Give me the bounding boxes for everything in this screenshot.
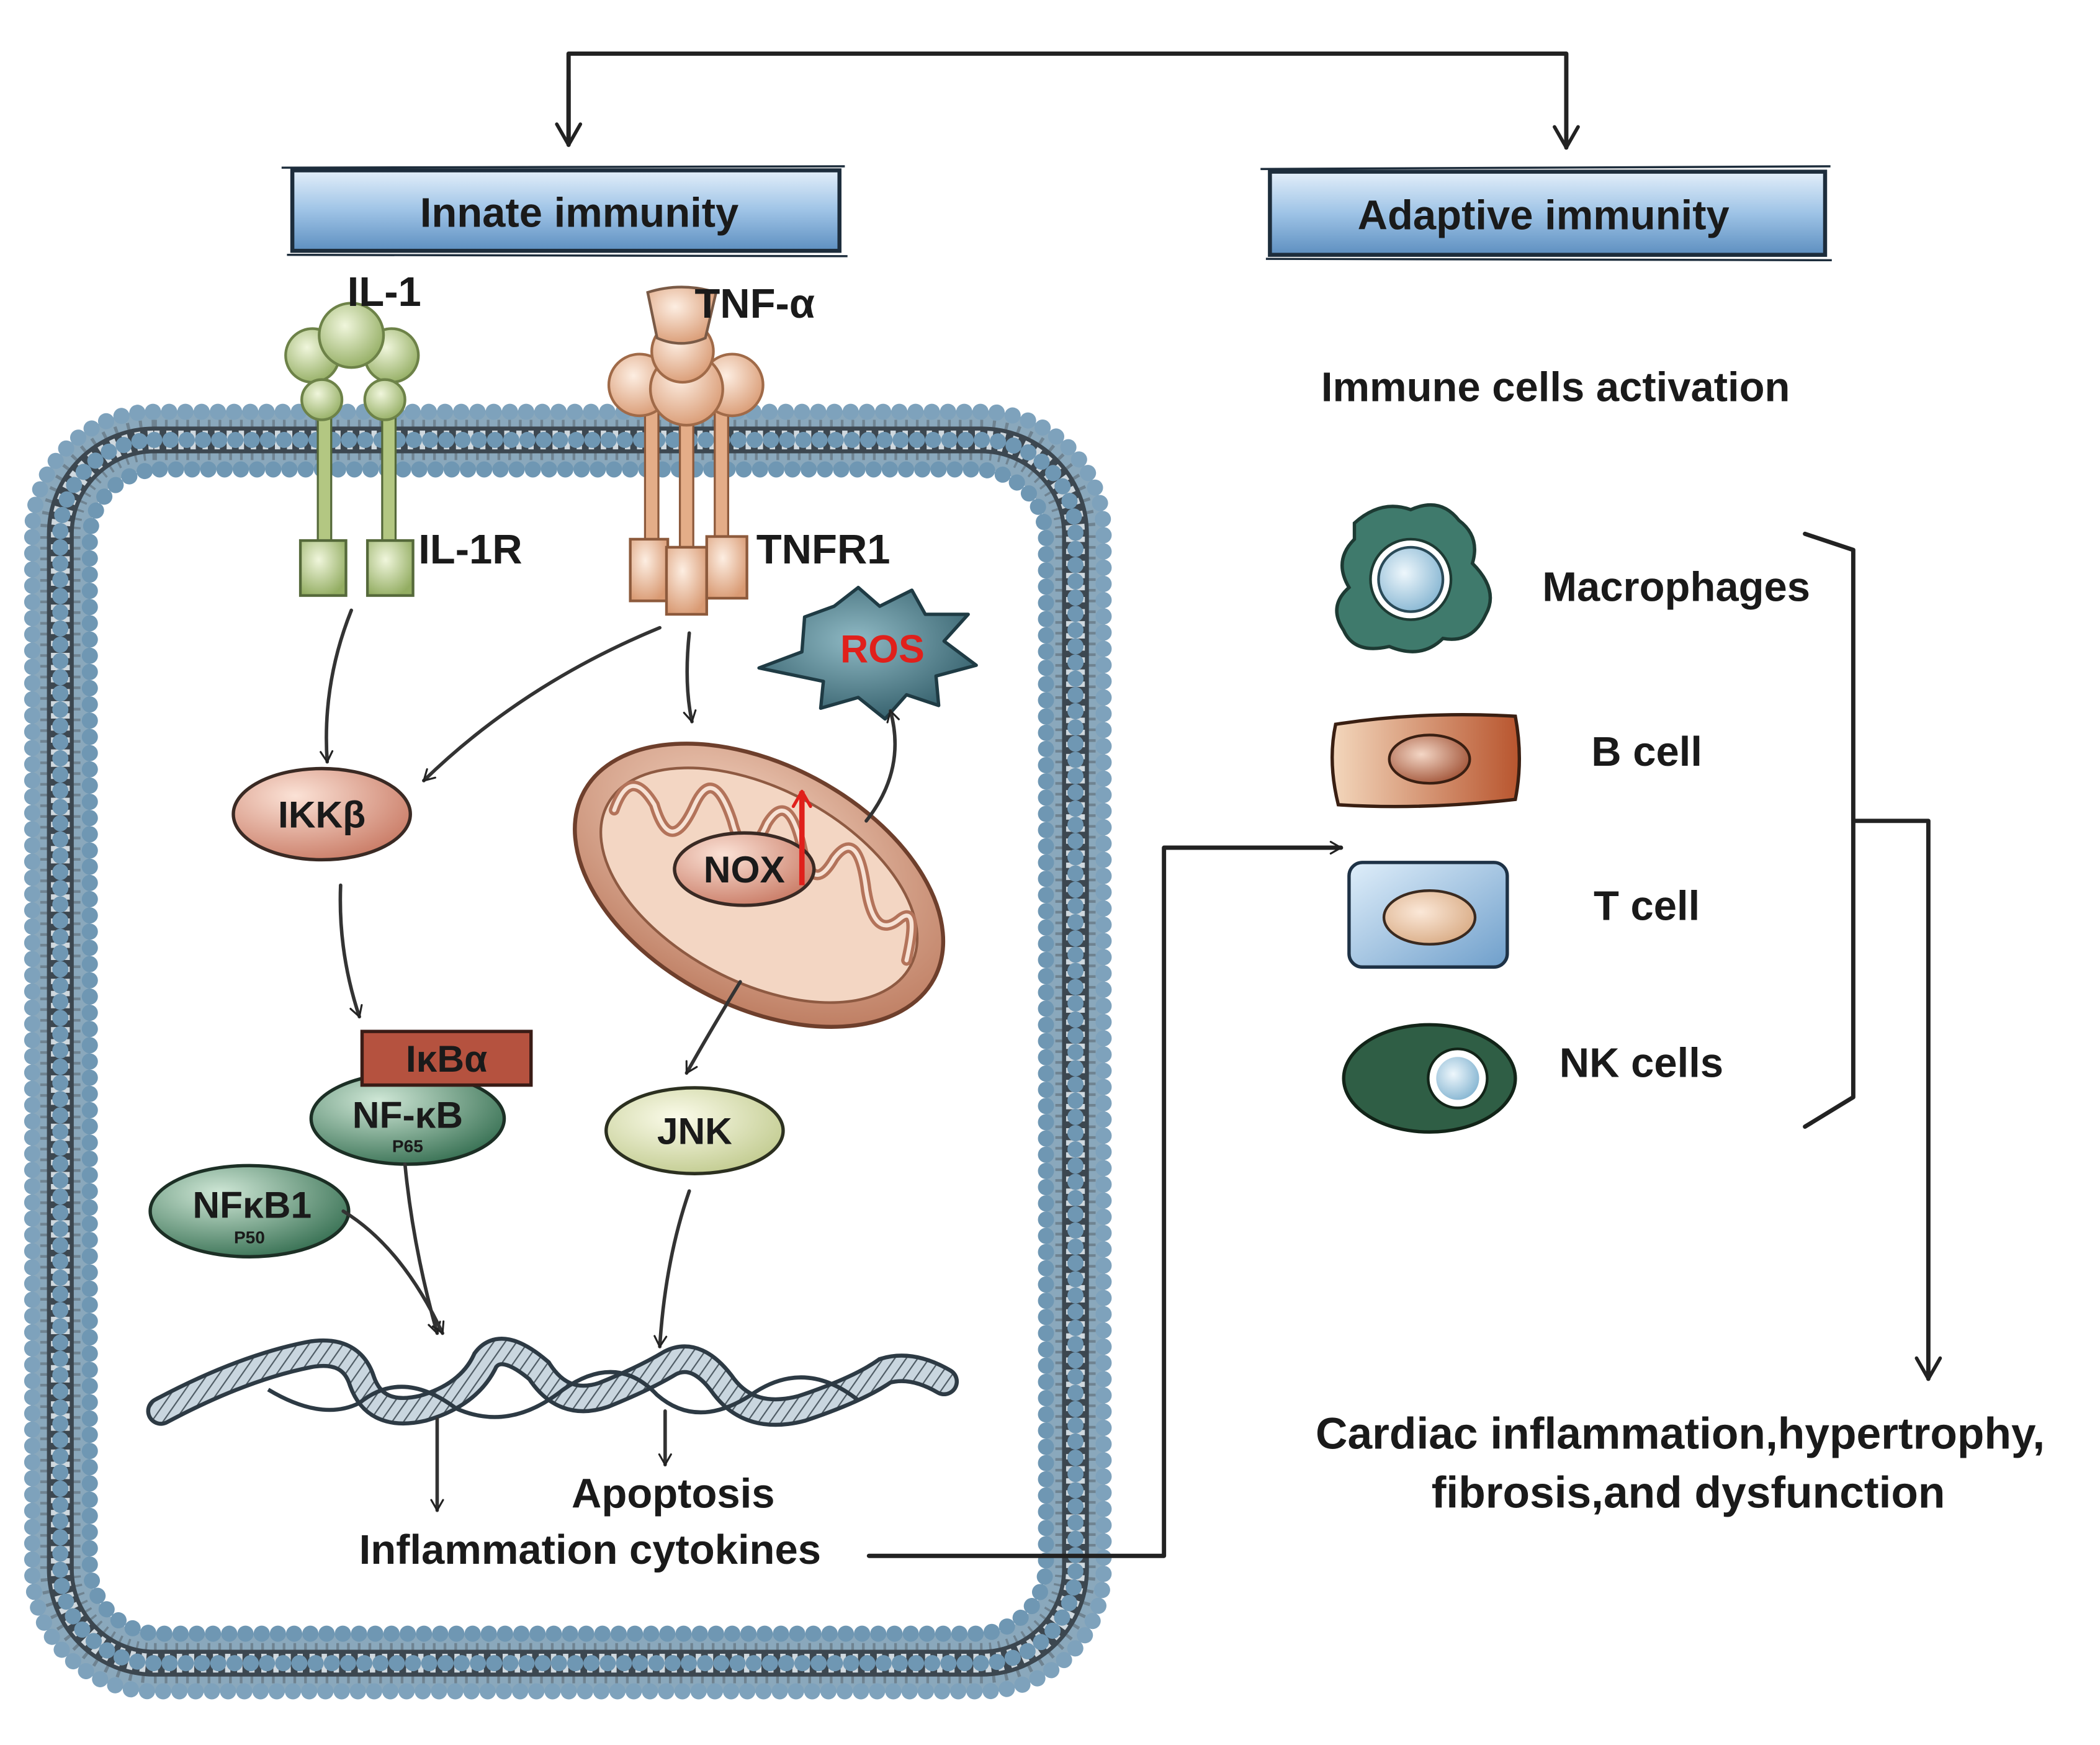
ikba-label: IκBα xyxy=(406,1038,487,1080)
innate-immunity-label: Innate immunity xyxy=(420,189,739,236)
nfkb1-p50-node: NFκB1 P50 xyxy=(148,1164,351,1258)
cell-membrane xyxy=(24,403,1112,1700)
macrophage-icon xyxy=(1335,503,1492,653)
top-branch-connector xyxy=(555,51,1580,150)
ikkb-label: IKKβ xyxy=(278,794,366,836)
nox-label: NOX xyxy=(704,848,785,890)
apoptosis-label: Apoptosis xyxy=(572,1470,774,1517)
innate-immunity-header: Innate immunity xyxy=(281,165,848,258)
outcome-line-2: fibrosis,and dysfunction xyxy=(1432,1468,1945,1517)
p65-label: P65 xyxy=(392,1137,423,1156)
adaptive-immunity-header: Adaptive immunity xyxy=(1260,165,1832,262)
il1-receptor-complex xyxy=(284,302,420,597)
outcome-line-1: Cardiac inflammation,hypertrophy, xyxy=(1316,1409,2045,1458)
tnfa-label: TNF-α xyxy=(694,280,815,327)
p50-label: P50 xyxy=(234,1228,265,1247)
immune-cells-activation-label: Immune cells activation xyxy=(1321,364,1790,410)
jnk-label: JNK xyxy=(657,1110,732,1152)
nfkb-p65-node: NF-κB P65 xyxy=(309,1071,506,1166)
tnfr1-label: TNFR1 xyxy=(756,526,891,573)
nfkb-label: NF-κB xyxy=(352,1094,463,1136)
jnk-node: JNK xyxy=(604,1086,785,1175)
ikkb-node: IKKβ xyxy=(231,766,412,862)
adaptive-immunity-label: Adaptive immunity xyxy=(1358,192,1730,239)
ikba-node: IκBα xyxy=(360,1030,533,1087)
ros-burst xyxy=(757,585,978,721)
tnfr1-receptor-complex xyxy=(607,285,765,616)
cell-group-bracket xyxy=(1803,531,1942,1381)
il1r-label: IL-1R xyxy=(418,526,522,573)
nfkb1-label: NFκB1 xyxy=(192,1184,312,1226)
nox-node: NOX xyxy=(673,831,816,907)
il1-label: IL-1 xyxy=(348,269,421,315)
nk-cells-label: NK cells xyxy=(1559,1040,1723,1087)
signaling-arrows xyxy=(320,608,900,1512)
b-cell-label: B cell xyxy=(1591,729,1702,775)
nk-cell-icon xyxy=(1342,1023,1517,1134)
cytokine-to-adaptive-connector xyxy=(866,840,1344,1558)
dna-strand xyxy=(146,1337,959,1427)
b-cell-icon xyxy=(1330,713,1522,809)
t-cell-icon xyxy=(1347,861,1509,969)
macrophages-label: Macrophages xyxy=(1542,563,1810,610)
t-cell-label: T cell xyxy=(1594,883,1700,930)
ros-label: ROS xyxy=(840,628,925,671)
inflammation-cytokines-label: Inflammation cytokines xyxy=(359,1527,821,1573)
